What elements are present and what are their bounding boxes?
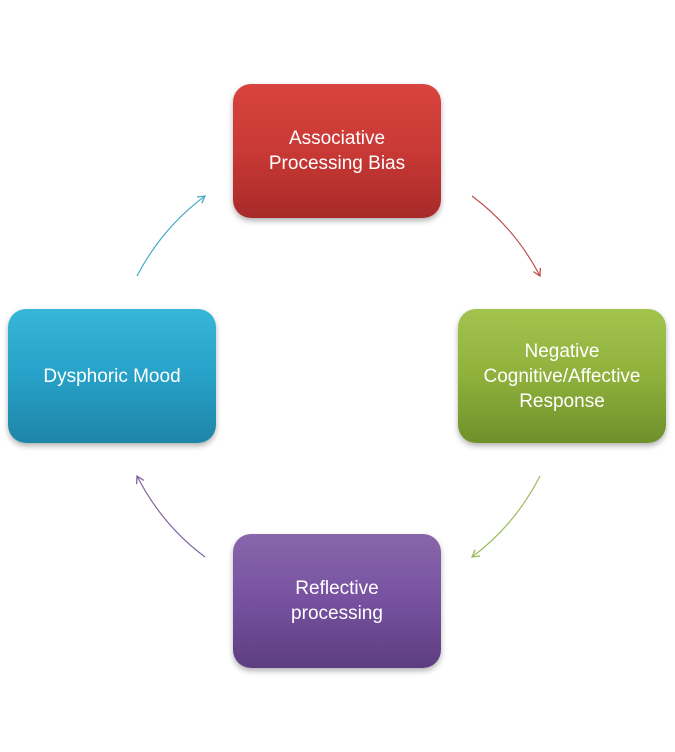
arrow-right-to-bottom	[470, 475, 541, 558]
node-label: Associative Processing Bias	[268, 128, 406, 174]
node-associative-processing-bias: Associative Processing Bias	[233, 84, 441, 218]
node-label: Reflective processing	[291, 578, 383, 624]
arrow-top-to-right	[471, 195, 541, 278]
arrow-bottom-to-left	[135, 474, 206, 558]
node-negative-cognitive-affective-response: Negative Cognitive/Affective Response	[458, 309, 666, 443]
node-label: Negative Cognitive/Affective Response	[483, 340, 641, 412]
node-reflective-processing: Reflective processing	[233, 534, 441, 668]
node-label: Dysphoric Mood	[43, 365, 181, 387]
arrow-left-to-top	[136, 195, 207, 277]
node-dysphoric-mood: Dysphoric Mood	[8, 309, 216, 443]
